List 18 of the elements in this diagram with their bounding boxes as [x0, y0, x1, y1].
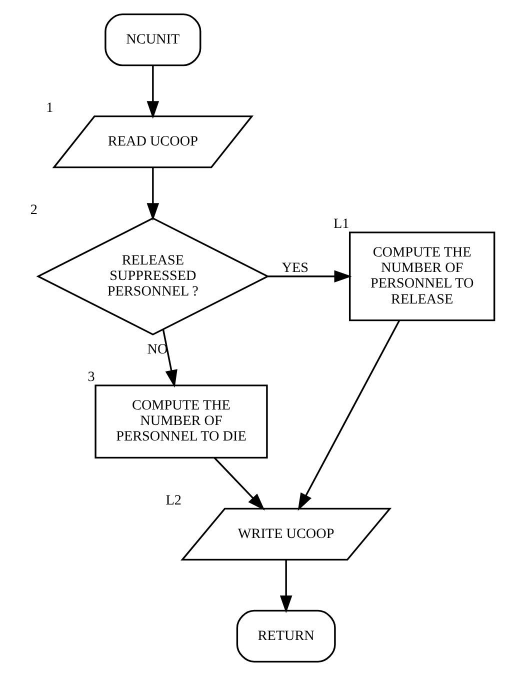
arrow [146, 167, 160, 221]
node-box: COMPUTE THE NUMBER OF PERSONNEL TO DIE [94, 384, 268, 459]
node-box: NCUNIT [104, 13, 202, 66]
node-label: 3 [88, 369, 95, 386]
arrow [298, 320, 400, 511]
arrow [214, 457, 265, 511]
edge-label: YES [282, 260, 309, 276]
arrow [146, 66, 160, 119]
arrow [280, 560, 292, 614]
node-label: 2 [30, 202, 38, 218]
node-diamond: RELEASE SUPPRESSED PERSONNEL ? [36, 217, 270, 336]
node-label: L2 [166, 492, 182, 508]
node-label: L1 [333, 216, 350, 232]
node-box: COMPUTE THE NUMBER OF PERSONNEL TO RELEASE [348, 232, 496, 322]
arrow [162, 329, 178, 388]
node-box: RETURN [236, 610, 336, 663]
node-label: 1 [46, 100, 54, 116]
arrow [268, 270, 352, 283]
